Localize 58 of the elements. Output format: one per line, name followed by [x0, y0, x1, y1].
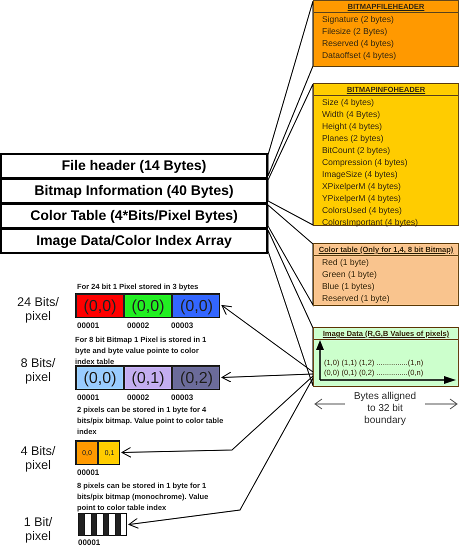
field-label: Filesize (2 Bytes): [321, 25, 388, 37]
connector-line: [268, 230, 314, 386]
field-label: YPixelperM (4 bytes): [321, 192, 402, 204]
field-label: ColorsImportant (4 bytes): [321, 216, 419, 228]
offset-number: 00003: [171, 321, 194, 330]
field-label: ImageSize (4 bytes): [321, 168, 399, 180]
section-box: Image Data/Color Index Array: [0, 228, 268, 254]
pixel-bar: [75, 293, 220, 318]
field-label: ColorsUsed (4 bytes): [321, 204, 403, 216]
offset-number: 00002: [127, 393, 150, 402]
offset-number: 00002: [127, 321, 150, 330]
pixel-bar: [75, 440, 120, 465]
pixel-value: (0,2): [172, 366, 219, 389]
field-label: Height (4 bytes): [321, 120, 383, 132]
offset-number: 00001: [78, 538, 100, 547]
field-label: Dataoffset (4 bytes): [321, 49, 398, 61]
pixel-value: (0,1): [124, 366, 172, 389]
row-label: 24 Bits/ pixel: [16, 295, 60, 325]
field-label: Planes (2 bytes): [321, 132, 384, 144]
connector-line: [268, 204, 314, 307]
arrow: [122, 376, 314, 458]
connector-line: [268, 0, 314, 176]
offset-number: 00001: [77, 393, 100, 402]
arrow: [128, 378, 314, 529]
offset-number: 00001: [77, 321, 100, 330]
field-label: Reserved (4 bytes): [321, 37, 395, 49]
offset-number: 00003: [171, 393, 194, 402]
pixel-bar: [75, 365, 220, 390]
field-label: BitCount (2 bytes): [321, 144, 392, 156]
section-box: Color Table (4*Bits/Pixel Bytes): [0, 203, 268, 229]
offset-number: 00001: [77, 468, 100, 477]
field-label: Reserved (1 byte): [321, 292, 391, 304]
field-label: XPixelperM (4 bytes): [321, 180, 402, 192]
struct-table: [313, 327, 459, 387]
pixel-value: (0,0): [172, 294, 219, 317]
section-box: Bitmap Information (40 Bytes): [0, 178, 268, 204]
field-label: Width (4 Bytes): [321, 108, 382, 120]
field-label: Signature (2 bytes): [321, 13, 395, 25]
row-label: 8 Bits/ pixel: [20, 356, 56, 386]
row-label: 4 Bits/ pixel: [20, 444, 56, 474]
struct-table: [313, 243, 459, 306]
arrow: [222, 372, 314, 383]
arrow: [222, 305, 314, 372]
pixel-value: (0,0): [76, 294, 124, 317]
row-label: 1 Bit/ pixel: [22, 515, 54, 545]
struct-table: [313, 0, 459, 67]
struct-table: [313, 83, 459, 226]
field-label: Compression (4 bytes): [321, 156, 409, 168]
dimension-label: Bytes alligned to 32 bit boundary: [352, 391, 418, 427]
field-label: Size (4 bytes): [321, 96, 375, 108]
pixel-value: (0,0): [76, 366, 124, 389]
field-label: Red (1 byte): [321, 256, 370, 268]
connector-line: [268, 84, 314, 226]
field-label: Blue (1 bytes): [321, 280, 376, 292]
pixel-value: (0,0): [124, 294, 172, 317]
pixel-bar: [78, 513, 127, 536]
field-label: Green (1 byte): [321, 268, 378, 280]
section-box: File header (14 Bytes): [0, 153, 268, 179]
